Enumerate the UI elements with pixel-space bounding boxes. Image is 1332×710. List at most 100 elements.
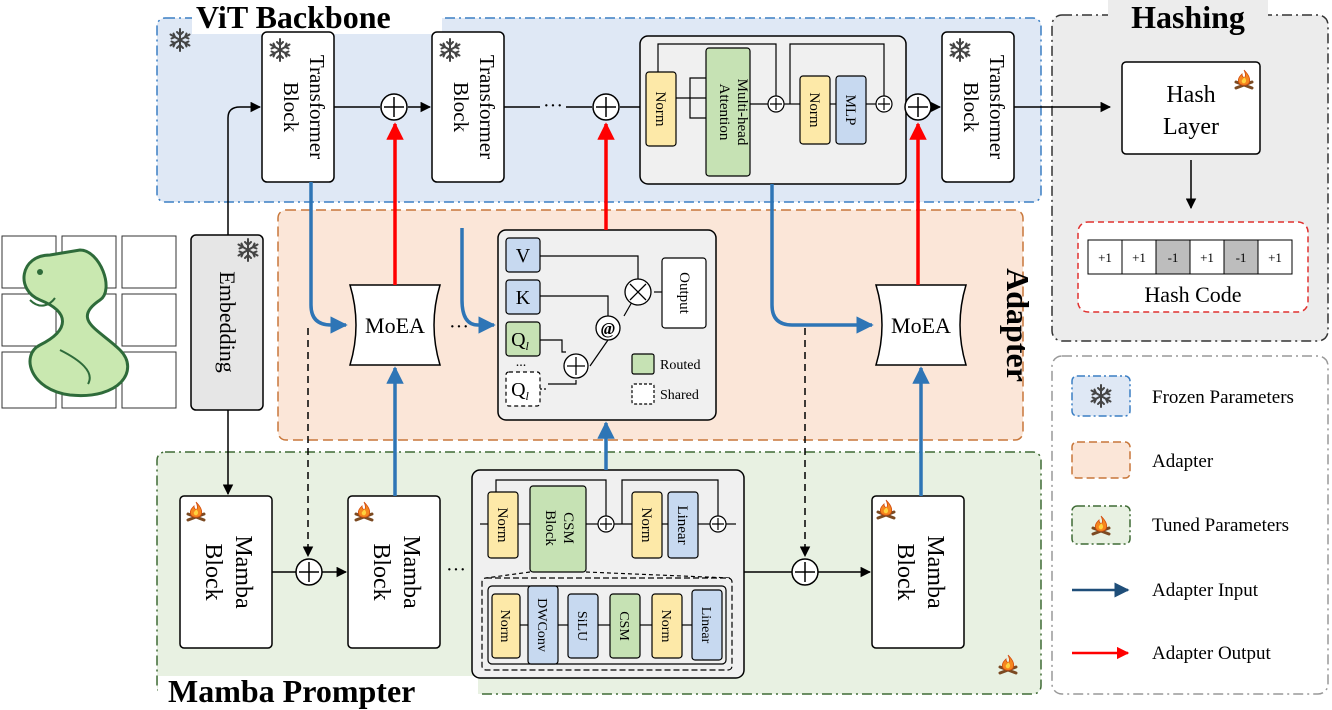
add-node: [904, 93, 932, 121]
hash-bit-cell: -1: [1155, 239, 1191, 275]
hash-bit-label: -1: [1236, 250, 1247, 265]
attention-label-2: Attention: [716, 84, 732, 141]
legend-region: [1051, 355, 1329, 695]
add-node: [295, 558, 323, 586]
transformer-label-1: Transformer: [305, 55, 329, 159]
legend-item-adapter-output: Adapter Output: [1072, 643, 1271, 664]
mamba-label-1: Mamba: [230, 535, 256, 609]
hash-bit-label: -1: [1168, 250, 1179, 265]
legend-label: Adapter Input: [1152, 580, 1259, 601]
hash-code-box: +1 +1 -1 +1 -1 +1 Hash Code: [1077, 221, 1309, 313]
hashing-title: Hashing: [1131, 0, 1245, 35]
output-label: Output: [676, 272, 692, 315]
legend-item-tuned: Tuned Parameters: [1071, 505, 1289, 545]
transformer-label-2: Block: [959, 82, 983, 133]
ellipsis: ···: [449, 316, 469, 338]
hash-bit-cell: +1: [1087, 239, 1123, 275]
hash-bit-box: [1223, 239, 1259, 275]
mamba-label-2: Block: [892, 543, 918, 600]
dwconv-label: DWConv: [534, 598, 549, 652]
norm-label: Norm: [658, 610, 673, 643]
hash-bit-label: +1: [1098, 250, 1112, 265]
mamba-label-2: Block: [200, 543, 226, 600]
csm-block-label-2: Block: [542, 510, 558, 546]
mamba-detail: Norm CSM Block Norm Linear Norm DWConv S…: [471, 469, 745, 679]
transformer-label-2: Block: [449, 82, 473, 133]
legend-label: Adapter Output: [1152, 643, 1271, 664]
moea-label: MoEA: [365, 313, 425, 338]
routed-label: Routed: [660, 358, 700, 373]
embedding-label: Embedding: [215, 271, 240, 372]
hash-bit-label: +1: [1268, 250, 1282, 265]
hash-bits: +1 +1 -1 +1 -1 +1: [1087, 239, 1293, 275]
legend: Frozen Parameters Adapter Tuned Paramete…: [1071, 375, 1294, 664]
transformer-block-3: Transformer Block: [941, 31, 1015, 183]
embedding-block: Embedding: [190, 234, 264, 411]
mamba-label-2: Block: [368, 543, 394, 600]
legend-label: Adapter: [1152, 451, 1214, 472]
k-label: K: [516, 287, 531, 309]
mamba-block-1: Mamba Block: [179, 495, 273, 649]
hash-bit-box: [1189, 239, 1225, 275]
moea-detail: V K Ql ... Ql @ Output Routed Shared: [497, 229, 717, 421]
norm-label: Norm: [494, 508, 510, 543]
vit-backbone-title: ViT Backbone: [196, 0, 391, 35]
linear-label: Linear: [674, 505, 690, 544]
transformer-label-1: Transformer: [475, 55, 499, 159]
add-node: [592, 93, 620, 121]
ellipsis: ···: [543, 95, 563, 117]
norm-label: Norm: [806, 93, 822, 128]
transformer-detail: Norm Multi-head Attention Norm MLP: [639, 35, 907, 185]
ellipsis: ···: [446, 559, 466, 581]
moea-block-2: MoEA: [874, 284, 968, 366]
norm-label: Norm: [638, 508, 654, 543]
hash-layer-block: Hash Layer: [1121, 61, 1261, 155]
transformer-block-2: Transformer Block: [431, 31, 505, 183]
moea-block-1: MoEA: [348, 284, 442, 366]
norm-label: Norm: [652, 92, 668, 127]
q-routed-label: Ql: [511, 329, 529, 353]
norm-label: Norm: [497, 610, 512, 643]
hash-bit-cell: -1: [1223, 239, 1259, 275]
mamba-block-2: Mamba Block: [347, 495, 441, 649]
hash-bit-box: [1257, 239, 1293, 275]
mamba-block-3: Mamba Block: [871, 495, 965, 649]
mamba-prompter-title: Mamba Prompter: [168, 673, 415, 709]
csm-block-label-1: CSM: [560, 512, 576, 544]
legend-item-adapter-input: Adapter Input: [1072, 580, 1259, 601]
silu-label: SiLU: [574, 611, 589, 641]
snake-puzzle-image: [1, 235, 177, 409]
legend-label: Frozen Parameters: [1152, 387, 1294, 408]
add-node: [791, 558, 819, 586]
transformer-block-1: Transformer Block: [261, 31, 335, 183]
legend-item-adapter: Adapter: [1071, 441, 1214, 479]
transformer-label-1: Transformer: [985, 55, 1009, 159]
dots: ...: [516, 355, 527, 370]
moea-label: MoEA: [891, 313, 951, 338]
hash-bit-cell: +1: [1257, 239, 1293, 275]
mlp-label: MLP: [842, 95, 858, 126]
legend-label: Tuned Parameters: [1152, 515, 1289, 536]
shared-label: Shared: [660, 388, 699, 403]
adapter-title: Adapter: [1000, 268, 1036, 382]
hash-bit-label: +1: [1200, 250, 1214, 265]
csm-label: CSM: [616, 611, 631, 641]
mamba-label-1: Mamba: [398, 535, 424, 609]
matmul-symbol: @: [601, 319, 615, 338]
q-shared-label: Ql: [511, 379, 529, 403]
transformer-label-2: Block: [279, 82, 303, 133]
hash-bit-cell: +1: [1121, 239, 1157, 275]
attention-label-1: Multi-head: [734, 79, 750, 146]
hash-bit-label: +1: [1132, 250, 1146, 265]
hash-layer-label-1: Hash: [1166, 82, 1215, 108]
hash-bit-cell: +1: [1189, 239, 1225, 275]
add-node: [380, 93, 408, 121]
legend-item-frozen: Frozen Parameters: [1071, 375, 1294, 417]
v-label: V: [516, 245, 531, 267]
hash-bit-box: [1121, 239, 1157, 275]
linear-label: Linear: [698, 607, 713, 644]
mamba-label-1: Mamba: [922, 535, 948, 609]
hash-code-label: Hash Code: [1144, 282, 1241, 307]
